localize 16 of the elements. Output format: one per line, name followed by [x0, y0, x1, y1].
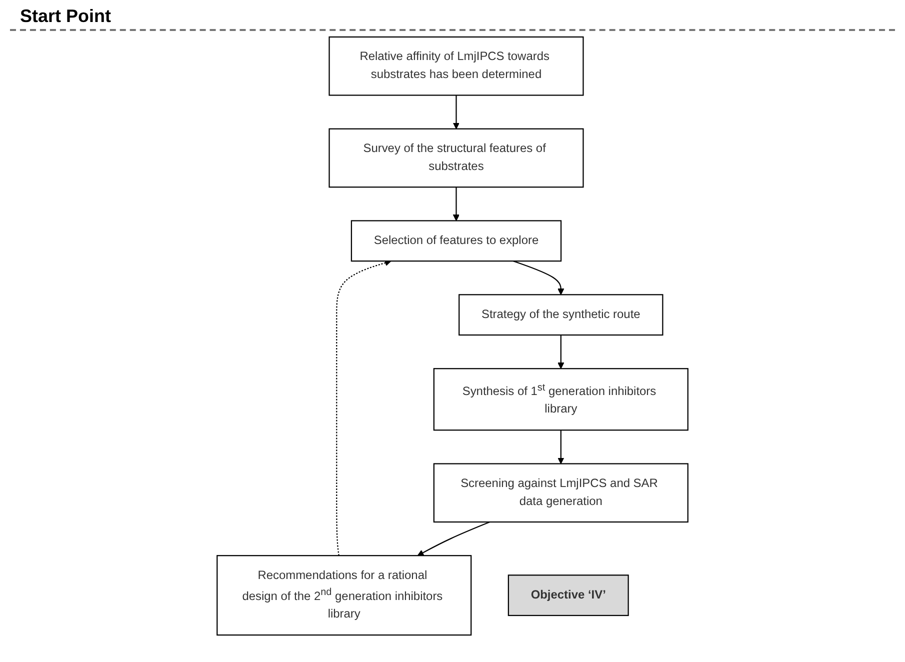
arrow — [452, 95, 460, 130]
arrow — [513, 260, 564, 295]
objective-tag: Objective ‘IV’ — [508, 574, 629, 616]
process-box: Selection of features to explore — [350, 220, 562, 262]
arrow — [558, 335, 564, 369]
arrow — [452, 187, 460, 222]
process-box: Screening against LmjIPCS and SAR data generation — [433, 463, 688, 523]
arrow — [417, 521, 490, 556]
arrow — [558, 430, 564, 464]
process-box: Relative affinity of LmjIPCS towards substrates has been determined — [328, 36, 584, 96]
process-box: Strategy of the synthetic route — [458, 294, 664, 336]
arrow — [336, 260, 392, 556]
process-box: Survey of the structural features of substrates — [328, 128, 584, 188]
process-box: Synthesis of 1$^{st}$ generation inhibitors library — [433, 368, 688, 431]
process-box: Recommendations for a rational design of the 2$^{nd}$ generation inhibitors library — [216, 555, 472, 636]
section-label: Start Point — [20, 6, 112, 26]
